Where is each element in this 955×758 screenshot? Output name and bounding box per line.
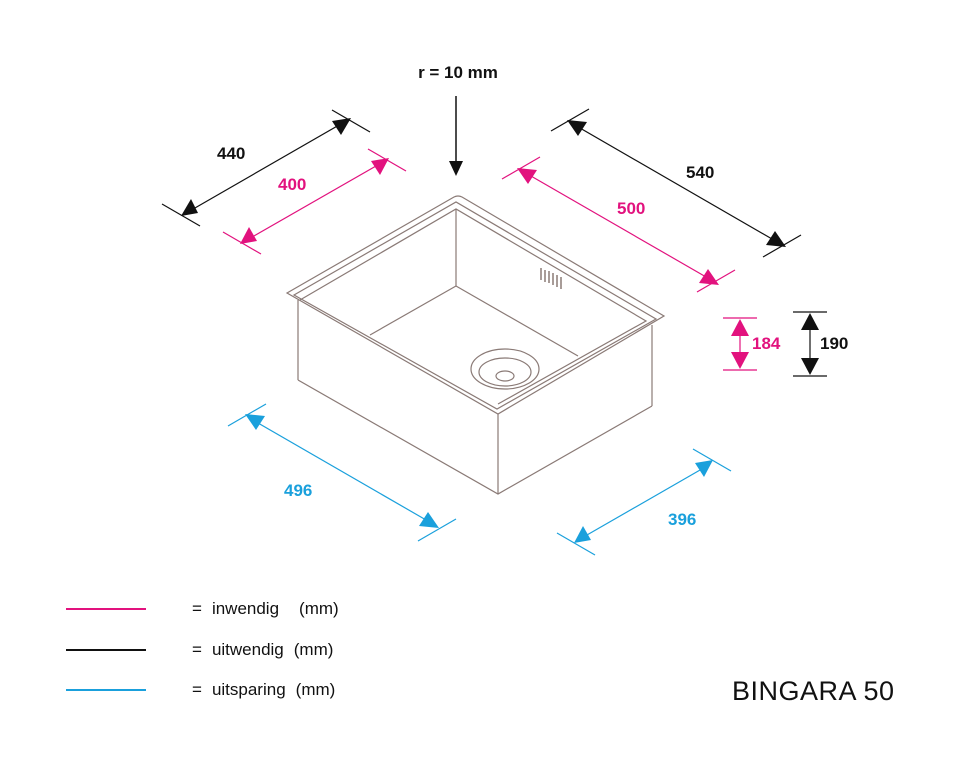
dim-outer-depth [161,109,371,227]
legend-label: uitwendig [211,640,284,659]
drain-inner [495,370,515,382]
drain-mid [478,357,532,387]
legend-label: inwendig [211,599,280,618]
label-outer-depth: 440 [217,144,245,163]
legend-eq: = [192,640,202,659]
radius-label: r = 10 mm [418,63,498,82]
label-inner-height: 184 [752,334,781,353]
dim-inner-width [501,156,736,293]
label-outer-height: 190 [820,334,848,353]
drain-outer [470,348,540,390]
radius-arrow [449,96,463,176]
model-name: BINGARA 50 [732,676,895,706]
basin-floor-right [455,285,579,357]
sink-basin [299,208,648,405]
sink-rim-outer [285,195,666,415]
legend-line-uitsparing [66,689,146,691]
label-inner-depth: 400 [278,175,306,194]
legend-item-uitwendig: = uitwendig (mm) [66,639,333,661]
basin-floor-left [369,285,457,336]
label-cutout-width: 496 [284,481,312,500]
label-outer-width: 540 [686,163,714,182]
dim-cutout-depth [556,448,732,556]
legend-item-uitsparing: = uitsparing (mm) [66,679,335,701]
overflow-slots [540,268,562,289]
label-cutout-depth: 396 [668,510,696,529]
legend-item-inwendig: = inwendig (mm) [66,598,339,620]
body-bottom [297,379,653,495]
dim-outer-width [550,108,802,258]
sink-rim-inner [292,201,658,410]
legend-unit: (mm) [295,680,336,699]
label-inner-width: 500 [617,199,645,218]
dim-inner-depth [222,148,407,255]
sink-drawing [285,195,666,495]
legend-unit: (mm) [293,640,334,659]
dim-inner-height [723,317,757,371]
legend-unit: (mm) [299,599,339,618]
legend-eq: = [192,599,202,618]
legend-eq: = [192,680,202,699]
dim-outer-height [793,311,827,377]
legend-line-uitwendig [66,649,146,651]
dim-cutout-width [227,403,457,542]
legend-label: uitsparing [211,680,286,699]
legend-line-inwendig [66,608,146,610]
